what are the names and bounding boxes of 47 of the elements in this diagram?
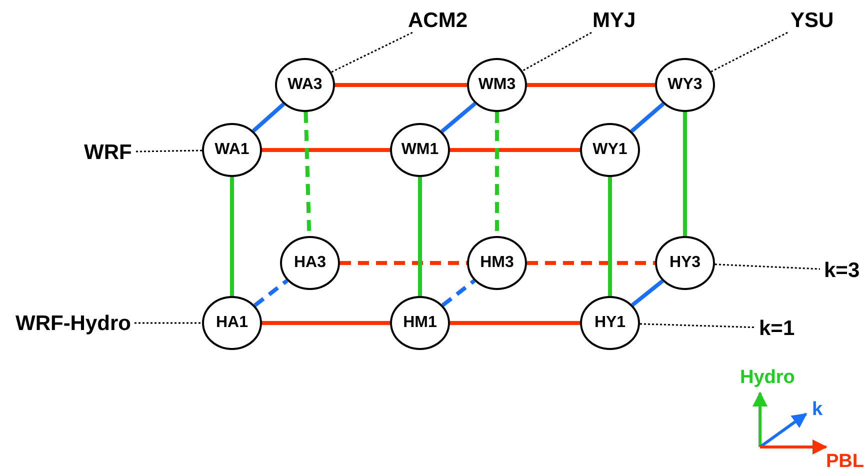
leader-line [522, 32, 592, 72]
model-label: WRF-Hydro [16, 312, 131, 334]
axis-label: PBL [826, 452, 864, 471]
node-circle: WM1 [390, 123, 450, 177]
connector-line [683, 112, 687, 236]
connector-line [418, 177, 422, 296]
connector-line [252, 102, 285, 132]
connector-line [440, 102, 476, 134]
connector-line [527, 83, 655, 87]
axis-label: Hydro [740, 368, 795, 387]
node-circle: HY3 [655, 236, 715, 290]
node-circle: HM3 [467, 236, 527, 290]
connector-line [450, 148, 580, 152]
leader-line [134, 322, 202, 324]
connector-line [340, 261, 467, 265]
leader-line [136, 150, 202, 152]
node-circle: HA1 [202, 296, 262, 350]
connector-line [527, 261, 655, 265]
leader-line [331, 32, 413, 73]
leader-line [714, 264, 820, 270]
connector-line [608, 177, 612, 296]
connector-line [262, 148, 390, 152]
connector-line [630, 102, 665, 133]
connector-line [450, 321, 580, 325]
node-circle: HA3 [280, 236, 340, 290]
axis-label: k [812, 400, 823, 419]
model-label: ACM2 [408, 10, 468, 30]
connector-line [631, 279, 664, 307]
node-circle: HM1 [390, 296, 450, 350]
leader-line [640, 323, 756, 328]
node-circle: HY1 [580, 296, 640, 350]
connector-line [230, 177, 234, 296]
connector-line [262, 321, 390, 325]
connector-line [254, 278, 288, 308]
connector-line [335, 83, 467, 87]
model-label: MYJ [592, 10, 636, 30]
model-label: k=3 [824, 260, 860, 280]
node-circle: WY3 [655, 58, 715, 112]
node-circle: WA3 [275, 58, 335, 112]
leader-line [710, 32, 788, 72]
model-label: WRF [84, 142, 132, 162]
node-circle: WM3 [467, 58, 527, 112]
node-circle: WY1 [580, 123, 640, 177]
node-circle: WA1 [202, 123, 262, 177]
connector-line [441, 279, 476, 307]
model-label: k=1 [759, 318, 795, 338]
model-label: YSU [790, 10, 834, 30]
